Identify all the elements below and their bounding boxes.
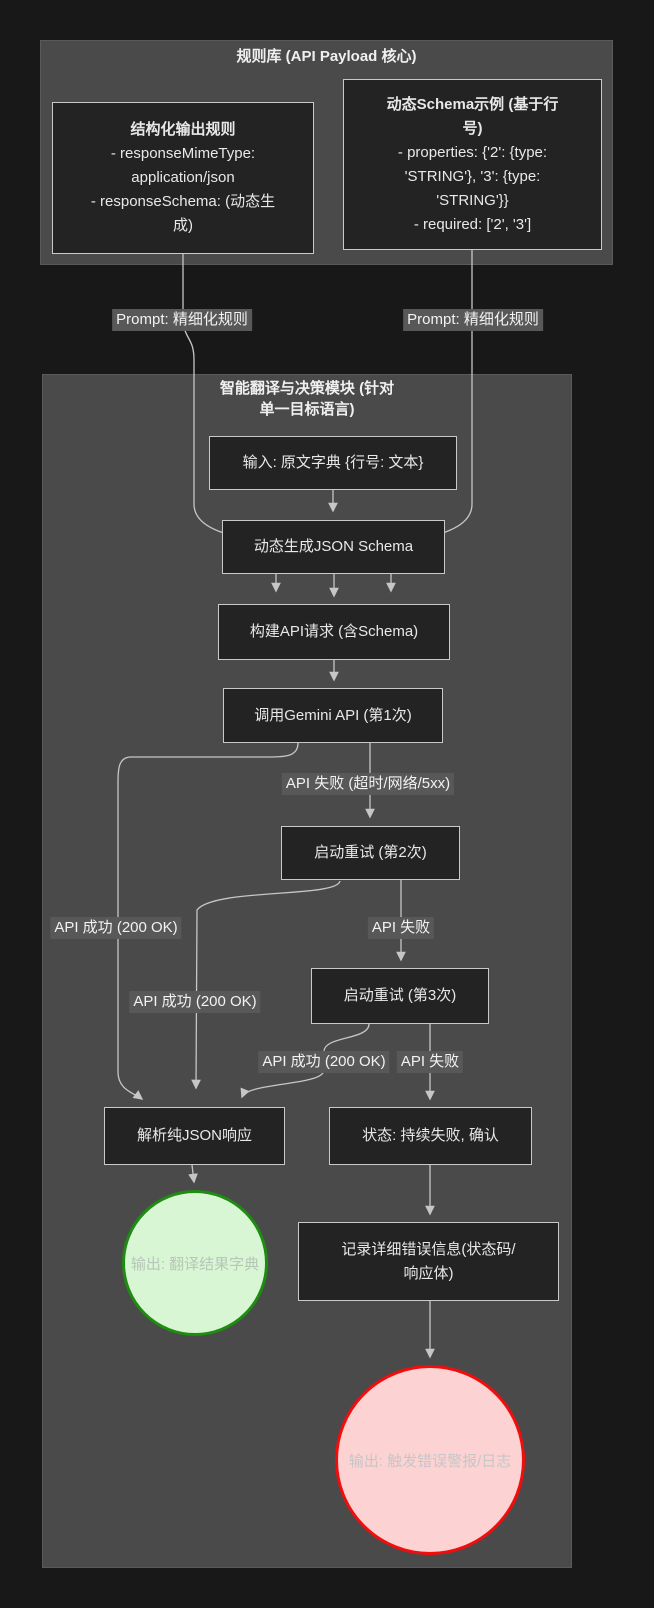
node-parse-json-response: 解析纯JSON响应 — [104, 1107, 285, 1165]
node-retry-3: 启动重试 (第3次) — [311, 968, 489, 1024]
edge-label-prompt-right: Prompt: 精细化规则 — [403, 309, 543, 331]
node-dynamic-schema-example: 动态Schema示例 (基于行 号) - properties: {'2': {… — [343, 79, 602, 250]
node-log-error-details: 记录详细错误信息(状态码/ 响应体) — [298, 1222, 559, 1301]
node-line: application/json — [131, 169, 235, 186]
edge-label-prompt-left: Prompt: 精细化规则 — [112, 309, 252, 331]
node-line: - required: ['2', '3'] — [413, 215, 532, 233]
node-build-api-request: 构建API请求 (含Schema) — [218, 604, 450, 660]
cluster-module-title-line2: 单一目标语言) — [259, 401, 355, 418]
node-input-dict: 输入: 原文字典 {行号: 文本} — [209, 436, 457, 490]
output-success-circle: 输出: 翻译结果字典 — [122, 1190, 268, 1336]
node-persistent-failure: 状态: 持续失败, 确认 — [329, 1107, 532, 1165]
node-call-gemini-api: 调用Gemini API (第1次) — [223, 688, 443, 743]
edge-label-api-ok-3: API 成功 (200 OK) — [258, 1051, 390, 1073]
cluster-rules-title: 规则库 (API Payload 核心) — [236, 48, 417, 65]
cluster-module-title-line1: 智能翻译与决策模块 (针对 — [219, 380, 395, 397]
node-dynamic-schema-title-line1: 动态Schema示例 (基于行 — [386, 95, 559, 113]
node-line: 响应体) — [403, 1264, 454, 1282]
cluster-module-title: 智能翻译与决策模块 (针对 单一目标语言) — [42, 378, 572, 420]
node-line: - responseSchema: (动态生 — [90, 193, 276, 210]
node-dynamic-schema-title-line2: 号) — [462, 119, 483, 137]
edge-label-api-fail-2: API 失败 — [367, 917, 435, 939]
node-line: - properties: {'2': {type: — [397, 143, 548, 161]
node-line: 记录详细错误信息(状态码/ — [341, 1240, 516, 1258]
node-structured-output-rules: 结构化输出规则 - responseMimeType: application/… — [52, 102, 314, 254]
node-line: 成) — [173, 217, 193, 234]
node-line: - responseMimeType: — [110, 145, 256, 162]
node-generate-json-schema: 动态生成JSON Schema — [222, 520, 445, 574]
edge-label-api-ok-1: API 成功 (200 OK) — [50, 917, 182, 939]
node-line: 'STRING'}, '3': {type: — [404, 167, 541, 185]
node-structured-output-rules-title: 结构化输出规则 — [130, 121, 236, 138]
output-error-circle: 输出: 触发错误警报/日志 — [335, 1365, 525, 1555]
node-retry-2: 启动重试 (第2次) — [281, 826, 460, 880]
edge-label-api-fail-3: API 失败 — [396, 1051, 464, 1073]
edge-label-api-ok-2: API 成功 (200 OK) — [129, 991, 261, 1013]
edge-label-api-fail-detail: API 失败 (超时/网络/5xx) — [281, 773, 455, 795]
node-line: 'STRING'}} — [436, 191, 509, 209]
